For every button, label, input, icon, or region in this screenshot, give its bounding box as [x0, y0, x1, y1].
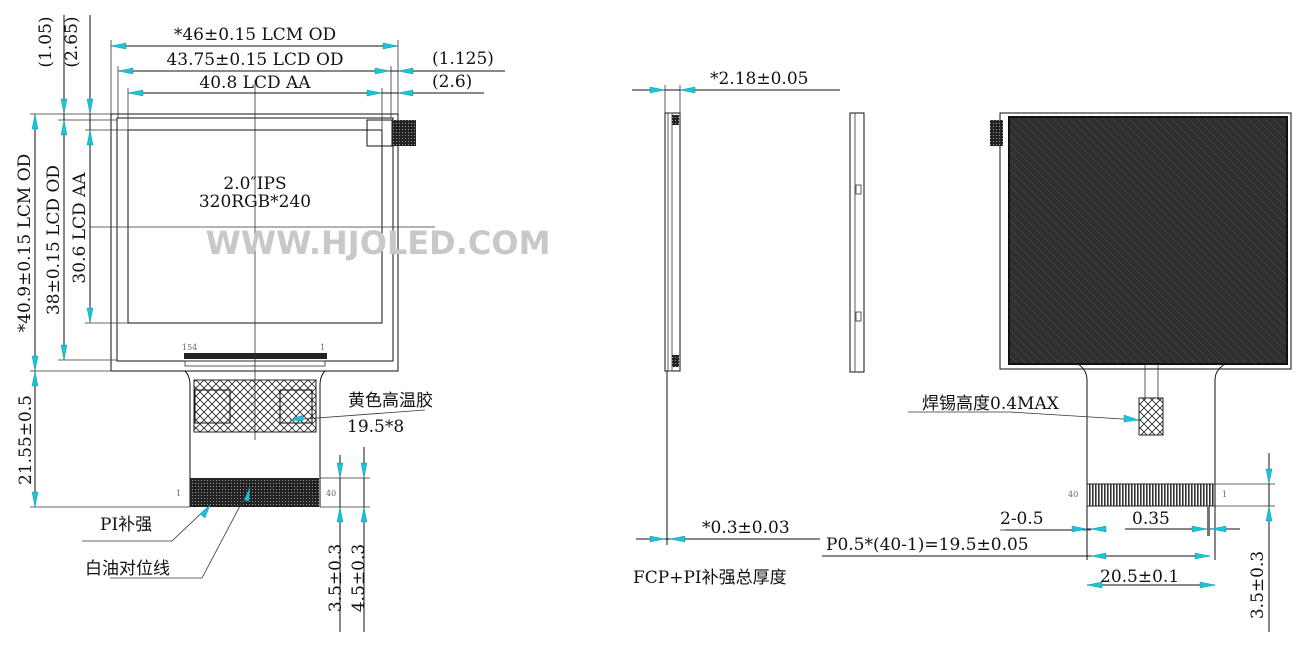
backlight-panel	[1008, 116, 1288, 365]
fpc-outline	[184, 370, 326, 507]
lcd-od-width: 43.75±0.15 LCD OD	[166, 50, 343, 70]
lcd-aa-width: 40.8 LCD AA	[199, 73, 311, 93]
fpc-width: 20.5±0.1	[1100, 567, 1179, 587]
watermark: WWW.HJOLED.COM	[206, 224, 551, 262]
pin-label: 1	[320, 343, 325, 352]
pin-label: 154	[182, 343, 197, 352]
dim-b: 4.5±0.3	[349, 544, 369, 612]
pitch-total: P0.5*(40-1)=19.5±0.05	[826, 535, 1029, 555]
pin-label: 1	[1222, 490, 1227, 499]
tape-size: 19.5*8	[347, 417, 404, 437]
pin-label: 40	[326, 489, 336, 498]
side-view-2	[849, 112, 865, 373]
fpc-outline	[1077, 363, 1226, 560]
back-view: 40 1 焊锡高度0.4MAX 2-0.5 0.35 P0.5*(40-1)=1…	[822, 112, 1292, 632]
top-offset-1: (1.05)	[36, 16, 56, 67]
right-offset-2: (2.6)	[432, 72, 472, 92]
front-view: 2.0″IPS 320RGB*240 154 1 1 40 *46±0.15 L…	[15, 15, 505, 632]
pin-label: 1	[176, 489, 181, 498]
fpc-length: 21.55±0.5	[16, 395, 36, 485]
dim-a: 3.5±0.3	[326, 544, 346, 612]
panel-resolution: 320RGB*240	[199, 192, 311, 212]
tape-window	[279, 389, 313, 424]
pi-stiffener	[190, 478, 319, 507]
pin-label: 40	[1068, 490, 1078, 499]
solder-pad	[1138, 397, 1164, 436]
lcm-od-width: *46±0.15 LCM OD	[174, 25, 336, 45]
fpc-thickness-label: FCP+PI补强总厚度	[633, 568, 787, 588]
panel-size: 2.0″IPS	[223, 174, 286, 194]
tape-window	[194, 389, 231, 424]
top-offset-2: (2.65)	[62, 16, 82, 67]
solder-height-label: 焊锡高度0.4MAX	[922, 394, 1060, 414]
right-offset-1: (1.125)	[432, 49, 494, 69]
lcm-outline	[110, 113, 399, 372]
module-thickness: *2.18±0.05	[710, 69, 808, 89]
tape-label: 黄色高温胶	[348, 391, 433, 411]
gold-fingers	[1086, 483, 1214, 507]
pad-length: 3.5±0.3	[1248, 551, 1268, 619]
pin-width: 0.35	[1132, 509, 1170, 529]
lcd-od-height: 38±0.15 LCD OD	[44, 165, 64, 315]
ic-bond	[184, 353, 327, 359]
fpc-thickness: *0.3±0.03	[702, 518, 790, 538]
pitch-edge: 2-0.5	[1000, 509, 1044, 529]
lcd-aa-height: 30.6 LCD AA	[70, 172, 90, 284]
lcm-od-height: *40.9±0.15 LCM OD	[15, 154, 35, 333]
yellow-tape	[193, 379, 317, 433]
tab-hatch	[392, 120, 416, 146]
corner-notch	[366, 119, 393, 147]
side-view: *2.18±0.05 *0.3±0.03 FCP+PI补强总厚度	[632, 69, 865, 588]
white-line-label: 白油对位线	[85, 559, 170, 579]
pi-stiffener-label: PI补强	[100, 515, 152, 535]
